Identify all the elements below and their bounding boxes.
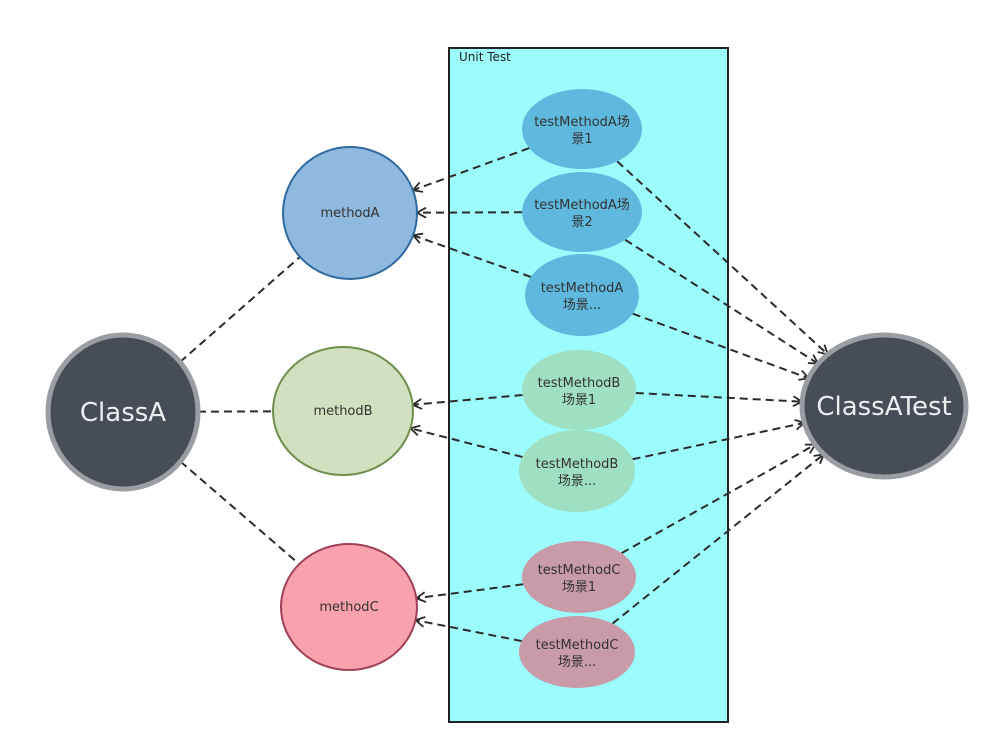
edge-tB2-to-classATest bbox=[632, 418, 807, 461]
method-a-circle[interactable] bbox=[282, 146, 418, 280]
edges-layer bbox=[179, 147, 830, 643]
test-method-a-1-ellipse[interactable] bbox=[522, 89, 642, 169]
test-method-c-n-line1: testMethodC bbox=[536, 638, 619, 653]
edge-tC1-to-methodC bbox=[414, 583, 524, 603]
test-method-a-2-line2: 景2 bbox=[571, 215, 592, 230]
class-a-test-label: ClassATest bbox=[816, 392, 951, 422]
edge-tC2-to-classATest bbox=[611, 453, 826, 625]
test-method-c-1-line1: testMethodC bbox=[538, 563, 621, 578]
test-method-c-n-line2: 场景... bbox=[558, 655, 596, 670]
class-a-label: ClassA bbox=[80, 398, 166, 428]
test-method-b-1-ellipse[interactable] bbox=[522, 350, 636, 430]
node-test-method-c-n[interactable]: testMethodC 场景... bbox=[519, 616, 635, 688]
test-method-c-1-line2: 场景1 bbox=[562, 580, 596, 595]
test-method-b-1-line1: testMethodB bbox=[538, 376, 621, 391]
edge-tB1-to-classATest bbox=[635, 391, 805, 408]
edge-tA1-to-classATest bbox=[616, 160, 830, 356]
test-method-a-n-ellipse[interactable] bbox=[525, 254, 639, 336]
test-method-b-n-line2: 场景... bbox=[558, 474, 596, 489]
test-method-c-1-ellipse[interactable] bbox=[522, 541, 636, 613]
edge-tA3-to-classATest bbox=[632, 312, 811, 381]
method-c-label: methodC bbox=[319, 600, 378, 615]
test-method-a-1-line1: testMethodA场 bbox=[534, 115, 630, 130]
method-c-circle[interactable] bbox=[280, 543, 418, 671]
test-method-b-n-ellipse[interactable] bbox=[519, 430, 635, 512]
test-method-b-n-line1: testMethodB bbox=[536, 457, 619, 472]
edge-tB2-to-methodB bbox=[408, 424, 523, 458]
class-a-test-circle[interactable] bbox=[799, 332, 969, 480]
test-method-c-n-ellipse[interactable] bbox=[519, 616, 635, 688]
edge-classA-to-methodC bbox=[179, 460, 300, 565]
test-method-a-2-line1: testMethodA场 bbox=[534, 198, 630, 213]
node-test-method-a-1[interactable]: testMethodA场 景1 bbox=[522, 89, 642, 169]
edge-classA-to-methodA bbox=[179, 256, 301, 363]
unit-test-label: Unit Test bbox=[459, 50, 511, 64]
node-test-method-a-n[interactable]: testMethodA 场景... bbox=[525, 254, 639, 336]
test-method-a-n-line2: 场景... bbox=[563, 298, 601, 313]
node-methodC[interactable]: methodC bbox=[280, 543, 418, 671]
test-method-a-2-ellipse[interactable] bbox=[522, 172, 642, 252]
class-a-circle[interactable] bbox=[45, 332, 201, 492]
node-methodA[interactable]: methodA bbox=[282, 146, 418, 280]
test-method-a-n-line1: testMethodA bbox=[541, 281, 624, 296]
method-a-label: methodA bbox=[320, 206, 379, 221]
method-b-circle[interactable] bbox=[272, 346, 414, 476]
node-test-method-b-n[interactable]: testMethodB 场景... bbox=[519, 430, 635, 512]
edge-tC1-to-classATest bbox=[621, 443, 817, 554]
edge-tA3-to-methodA bbox=[411, 232, 532, 278]
test-method-b-1-line2: 场景1 bbox=[562, 393, 596, 408]
node-classA[interactable]: ClassA bbox=[45, 332, 201, 492]
test-method-a-1-line2: 景1 bbox=[571, 132, 592, 147]
edge-tC2-to-methodC bbox=[413, 616, 522, 643]
node-test-method-c-1[interactable]: testMethodC 场景1 bbox=[522, 541, 636, 613]
method-b-label: methodB bbox=[313, 404, 372, 419]
edge-tB1-to-methodB bbox=[410, 394, 523, 410]
node-methodB[interactable]: methodB bbox=[272, 346, 414, 476]
edge-tA1-to-methodA bbox=[411, 147, 530, 193]
node-test-method-a-2[interactable]: testMethodA场 景2 bbox=[522, 172, 642, 252]
node-classATest[interactable]: ClassATest bbox=[799, 332, 969, 480]
node-test-method-b-1[interactable]: testMethodB 场景1 bbox=[522, 350, 636, 430]
